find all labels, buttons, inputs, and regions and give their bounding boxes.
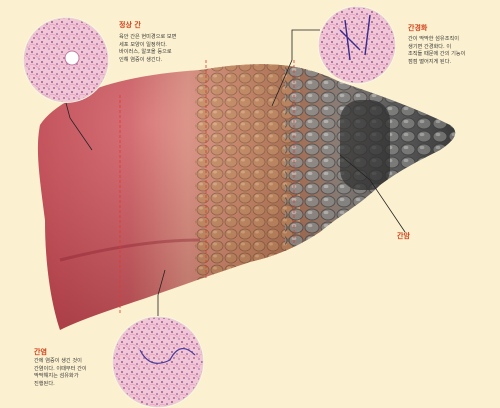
desc-line: 세포 모양이 일정하다. [119, 41, 167, 48]
liver-cancer-title: 간암 [397, 232, 410, 240]
desc-line: 딱딱해지는 섬유화가 [34, 373, 79, 380]
desc-line: 진행된다. [34, 380, 55, 387]
hepatitis-title: 간염 [34, 348, 47, 356]
leader-lines [65, 29, 406, 316]
normal-liver-description: 육안 간은 현미경으로 보면 세포 모양이 일정하다. 바이러스, 알코올 등으… [119, 34, 176, 64]
cirrhosis-description: 간이 딱딱한 섬유조직이 생기면 간경화다. 이 조직들 때문에 간의 기능이 … [408, 36, 465, 66]
hepatitis-description: 간에 염증이 생긴 것이 간염이다. 이때부터 간이 딱딱해지는 섬유화가 진행… [34, 358, 87, 388]
desc-line: 생기면 간경화다. 이 [408, 43, 452, 50]
desc-line: 점점 떨어지게 된다. [408, 58, 452, 65]
cirrhosis-title: 간경화 [408, 24, 428, 32]
desc-line: 인해 염증이 생긴다. [119, 56, 163, 63]
desc-line: 육안 간은 현미경으로 보면 [119, 34, 177, 40]
cirrhosis-tissue-magnifier [318, 6, 396, 84]
desc-line: 간이 딱딱한 섬유조직이 [408, 36, 460, 42]
desc-line: 간염이다. 이때부터 간이 [34, 365, 87, 372]
stage-dividers [119, 60, 295, 315]
normal-liver-title: 정상 간 [119, 21, 141, 29]
normal-tissue-magnifier [23, 17, 109, 103]
desc-line: 조직들 때문에 간의 기능이 [408, 51, 466, 58]
hepatitis-tissue-magnifier [112, 316, 204, 408]
desc-line: 간에 염증이 생긴 것이 [34, 358, 82, 364]
desc-line: 바이러스, 알코올 등으로 [119, 49, 172, 56]
